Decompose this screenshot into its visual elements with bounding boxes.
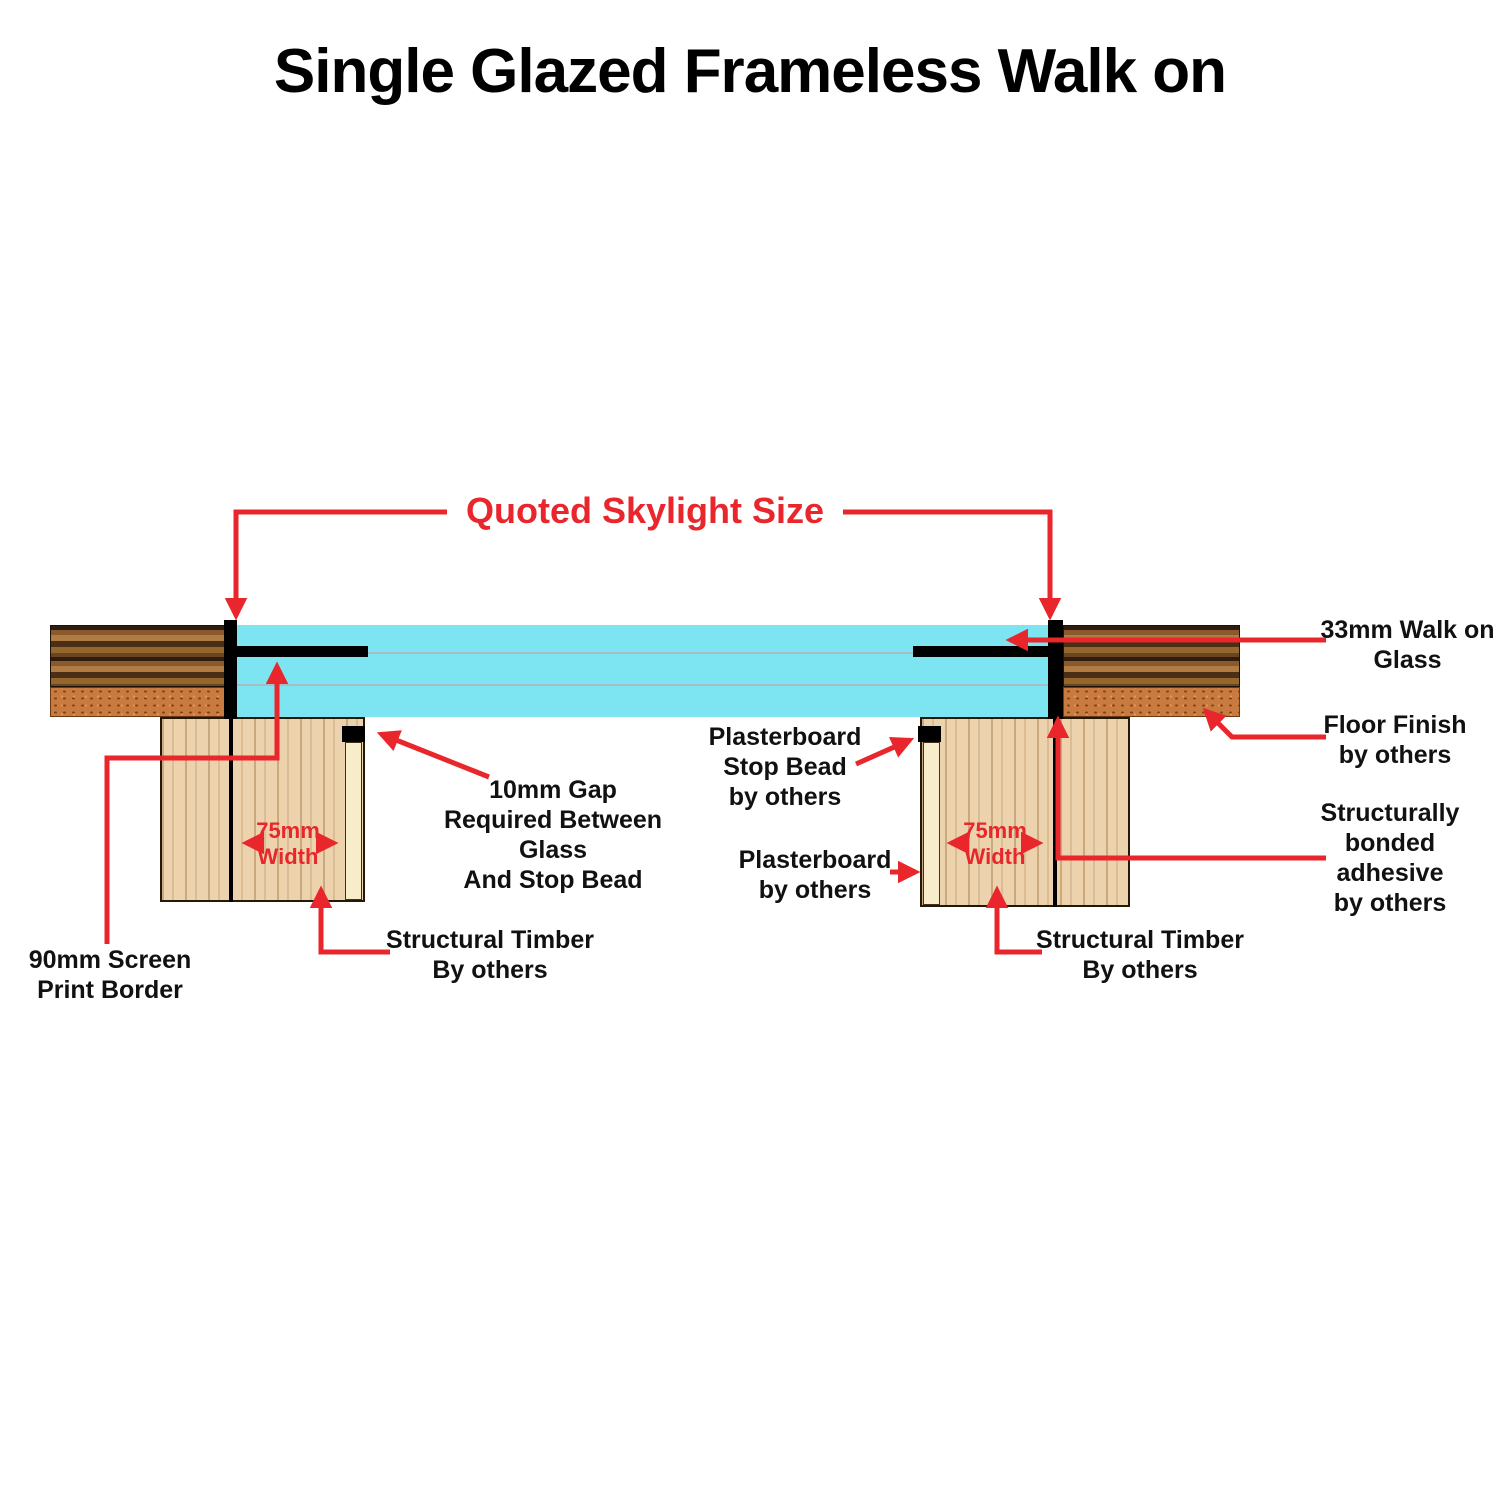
walk-on-glass-label: 33mm Walk on Glass <box>1320 616 1495 674</box>
chipboard-right <box>1063 687 1240 717</box>
structural-timber-right-label: Structural Timber By others <box>1036 926 1244 984</box>
plasterboard-strip-left <box>345 742 362 900</box>
structural-timber-left-label: Structural Timber By others <box>386 926 594 984</box>
plasterboard-strip-right <box>923 742 940 905</box>
screen-print-bar-left <box>235 646 368 657</box>
floor-finish-right <box>1063 625 1240 687</box>
edge-line-left <box>229 717 233 902</box>
glass-panel <box>233 625 1063 717</box>
page-title: Single Glazed Frameless Walk on <box>273 37 1227 106</box>
width-75-right-label: 75mm Width <box>963 818 1027 869</box>
leader-quoted-size-right <box>843 509 1062 621</box>
leader-quoted-size-left <box>224 509 447 621</box>
width-75-left-label: 75mm Width <box>256 818 320 869</box>
stop-bead-right <box>918 726 941 742</box>
leader-gap <box>376 730 490 780</box>
plasterboard-label: Plasterboard by others <box>738 846 892 904</box>
structural-timber-left <box>160 717 365 902</box>
floor-finish-label: Floor Finish by others <box>1323 711 1467 769</box>
edge-line-right <box>1053 717 1057 907</box>
stop-bead-label: Plasterboard Stop Bead by others <box>708 723 862 811</box>
quoted-skylight-size-label: Quoted Skylight Size <box>465 490 825 531</box>
screen-print-border-label: 90mm Screen Print Border <box>28 946 192 1004</box>
gap-label: 10mm Gap Required Between Glass And Stop… <box>443 776 663 894</box>
chipboard-left <box>50 687 225 717</box>
floor-finish-left <box>50 625 225 687</box>
screen-print-bar-right <box>913 646 1048 657</box>
lamination-line-lower <box>237 684 1059 686</box>
glass-end-cap-right <box>1048 620 1063 719</box>
lamination-line-upper <box>237 652 1059 654</box>
stop-bead-left <box>342 726 365 742</box>
glass-end-cap-left <box>224 620 237 719</box>
bonded-adhesive-label: Structurally bonded adhesive by others <box>1320 799 1460 917</box>
structural-timber-right <box>920 717 1130 907</box>
